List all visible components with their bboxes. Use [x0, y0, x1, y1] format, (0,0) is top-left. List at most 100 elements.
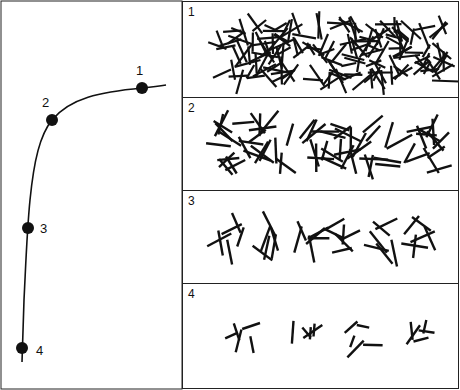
fiber-stick — [377, 28, 384, 45]
left-panel — [1, 1, 182, 389]
fiber-stick — [432, 43, 451, 59]
fiber-stick — [227, 240, 232, 265]
fiber-stick — [237, 227, 244, 246]
fiber-stick — [310, 65, 325, 86]
fiber-stick — [325, 219, 344, 230]
fiber-stick — [215, 110, 228, 136]
fiber-stick — [414, 338, 429, 342]
fiber-stick — [350, 127, 353, 152]
fiber-stick — [357, 325, 369, 328]
fiber-stick — [251, 53, 278, 58]
fiber-stick — [366, 28, 373, 51]
fiber-stick — [276, 159, 296, 174]
fiber-stick — [232, 45, 240, 63]
fiber-stick — [347, 341, 363, 358]
fiber-stick — [345, 322, 358, 333]
fiber-stick — [376, 244, 392, 264]
fiber-stick — [232, 122, 254, 124]
stage-panel: 4 — [182, 283, 459, 389]
fiber-stick — [309, 327, 312, 339]
fiber-stick — [242, 323, 260, 329]
fiber-stick — [366, 126, 380, 141]
fiber-stick — [432, 52, 448, 70]
fiber-stick — [234, 323, 240, 340]
fiber-stick — [256, 54, 268, 77]
fiber-stick — [292, 321, 294, 344]
fiber-stick — [247, 65, 255, 78]
fiber-stick — [327, 23, 353, 25]
fiber-stick — [309, 236, 314, 263]
fiber-stick — [370, 231, 387, 253]
fiber-stick — [392, 68, 412, 79]
point-dot — [22, 222, 34, 234]
fiber-stick — [251, 146, 274, 163]
fiber-stick — [252, 32, 254, 51]
fiber-stick — [423, 320, 426, 333]
panel-number: 3 — [188, 195, 195, 207]
fiber-stick — [375, 23, 402, 25]
fiber-stick — [350, 336, 354, 348]
fiber-stick — [442, 51, 445, 71]
fiber-stick — [270, 28, 288, 49]
fiber-stick — [357, 58, 359, 72]
fiber-stick — [336, 69, 346, 93]
point-dot — [46, 114, 58, 126]
stage-panel: 2 — [182, 97, 459, 191]
fiber-stick — [310, 139, 319, 166]
panel-number: 1 — [188, 6, 195, 18]
fiber-stick — [404, 216, 419, 234]
fiber-stick — [335, 129, 361, 142]
fiber-stick — [367, 45, 380, 51]
fiber-stick — [325, 229, 344, 238]
stick-network — [206, 11, 459, 357]
fiber-stick — [363, 344, 383, 347]
callout-number: 3 — [40, 222, 47, 235]
fiber-stick — [328, 60, 336, 72]
fiber-stick — [217, 131, 241, 146]
fiber-stick — [207, 234, 231, 247]
fiber-stick — [331, 44, 346, 63]
fiber-stick — [419, 23, 429, 48]
fiber-stick — [339, 17, 349, 32]
fiber-stick — [391, 240, 397, 267]
fiber-stick — [222, 224, 242, 234]
fiber-stick — [229, 76, 248, 77]
fiber-stick — [426, 115, 437, 138]
fiber-stick — [228, 36, 252, 44]
fiber-stick — [359, 37, 375, 41]
fiber-stick — [255, 142, 268, 164]
fiber-stick — [314, 324, 315, 337]
fiber-stick — [252, 42, 276, 45]
fiber-stick — [427, 165, 452, 172]
fiber-stick — [340, 139, 341, 160]
fiber-stick — [263, 67, 287, 72]
fiber-stick — [257, 37, 279, 39]
fiber-stick — [208, 42, 226, 49]
fiber-stick — [417, 126, 426, 149]
fiber-stick — [353, 74, 372, 90]
fiber-stick — [325, 41, 334, 59]
fiber-stick — [265, 25, 279, 31]
point-dot — [16, 342, 28, 354]
stage-panel: 1 — [182, 1, 459, 98]
fiber-stick — [217, 158, 239, 160]
fiber-stick — [373, 222, 390, 236]
fiber-stick — [282, 24, 302, 36]
fiber-stick — [401, 244, 428, 248]
fiber-stick — [433, 132, 449, 148]
fiber-stick — [261, 226, 270, 251]
fiber-stick — [232, 213, 241, 233]
fiber-stick — [363, 116, 383, 133]
fiber-stick — [330, 124, 349, 131]
fiber-stick — [239, 137, 251, 158]
fiber-stick — [231, 60, 235, 80]
callout-number: 4 — [36, 344, 43, 357]
fiber-stick — [206, 143, 231, 146]
fiber-stick — [373, 67, 380, 81]
fiber-stick — [401, 21, 421, 39]
point-dot — [136, 82, 148, 94]
fiber-stick — [428, 147, 445, 159]
fiber-stick — [247, 76, 265, 79]
stage-panel: 3 — [182, 190, 459, 284]
